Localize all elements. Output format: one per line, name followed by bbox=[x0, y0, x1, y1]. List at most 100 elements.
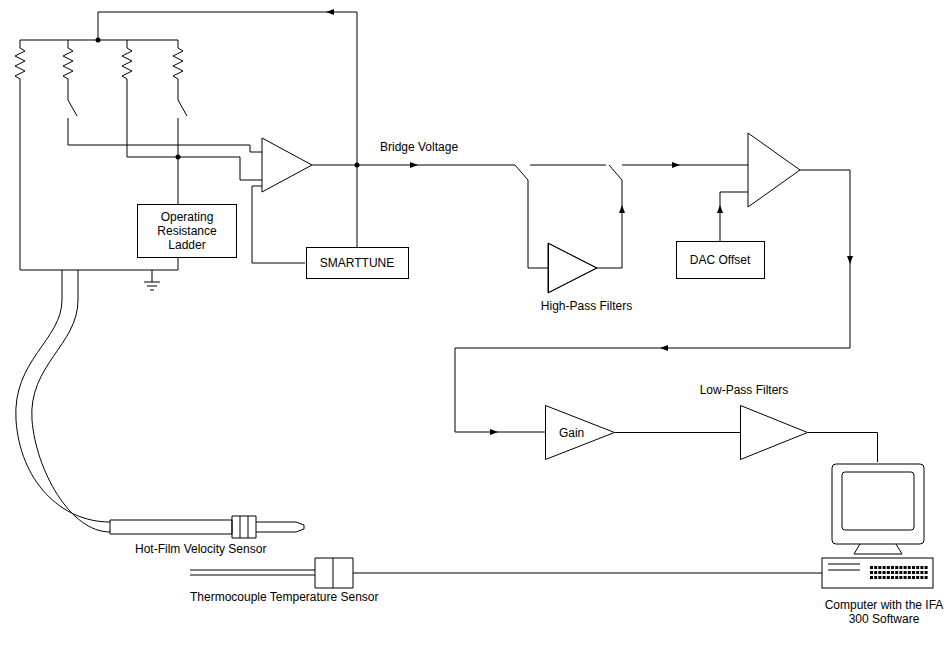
switch-symbol bbox=[515, 165, 548, 268]
resistor-symbol bbox=[15, 40, 25, 90]
key bbox=[920, 576, 923, 579]
key bbox=[878, 571, 881, 574]
resistor-symbol bbox=[122, 40, 132, 90]
key bbox=[904, 566, 907, 569]
sensor-cable bbox=[16, 270, 110, 522]
amplifier-symbol bbox=[262, 138, 312, 192]
key bbox=[925, 566, 928, 569]
key bbox=[916, 571, 919, 574]
key bbox=[899, 571, 902, 574]
component-label: Computer with the IFA 300 Software bbox=[823, 598, 945, 626]
component-label: High-Pass Filters bbox=[541, 299, 632, 313]
arrowhead bbox=[326, 9, 334, 15]
key bbox=[912, 571, 915, 574]
junction-dot bbox=[176, 155, 181, 160]
resistor-symbol bbox=[63, 40, 73, 90]
box-label: DAC Offset bbox=[686, 253, 754, 267]
process-box: DAC Offset bbox=[676, 241, 765, 279]
monitor-screen bbox=[842, 472, 914, 530]
computer-base bbox=[822, 558, 933, 588]
filter-bypass-wire bbox=[530, 165, 606, 166]
key bbox=[925, 576, 928, 579]
drive-slot bbox=[828, 564, 860, 570]
key bbox=[912, 576, 915, 579]
filter-amplifier-outline bbox=[740, 405, 808, 460]
key bbox=[874, 566, 877, 569]
text-holder: High-Pass Filters bbox=[541, 299, 632, 313]
key bbox=[895, 566, 898, 569]
key bbox=[916, 576, 919, 579]
thermocouple-sensor bbox=[190, 558, 822, 588]
key bbox=[870, 576, 873, 579]
signal-label: Bridge Voltage bbox=[380, 140, 458, 154]
wire bbox=[127, 90, 262, 180]
gain-amplifier: Gain bbox=[545, 405, 615, 460]
hot-film-sensor bbox=[110, 516, 304, 538]
feedback-wire bbox=[252, 186, 305, 263]
arrowhead bbox=[490, 429, 498, 435]
key bbox=[920, 566, 923, 569]
key bbox=[878, 566, 881, 569]
arrowhead bbox=[410, 162, 418, 168]
key bbox=[899, 576, 902, 579]
key bbox=[887, 571, 890, 574]
key bbox=[891, 571, 894, 574]
key bbox=[874, 571, 877, 574]
signal-connector bbox=[615, 432, 740, 433]
key bbox=[883, 571, 886, 574]
switch-symbol bbox=[68, 90, 77, 122]
key bbox=[887, 566, 890, 569]
wire bbox=[178, 122, 179, 205]
box-label: Operating Resistance Ladder bbox=[138, 210, 236, 252]
arrowhead bbox=[660, 345, 668, 351]
filter-amplifier-outline bbox=[548, 243, 597, 293]
signal-connector bbox=[808, 433, 878, 463]
junction-dot bbox=[355, 163, 360, 168]
computer-icon-outline bbox=[820, 462, 935, 592]
amplifier-triangle bbox=[549, 244, 597, 293]
key bbox=[887, 576, 890, 579]
computer-icon: Computer with the IFA 300 Software bbox=[820, 462, 935, 592]
key bbox=[908, 576, 911, 579]
part-label: Thermocouple Temperature Sensor bbox=[190, 590, 379, 604]
monitor-stand bbox=[854, 544, 902, 554]
amplifier-triangle bbox=[546, 406, 615, 460]
resistor-symbol bbox=[173, 40, 183, 90]
key bbox=[891, 566, 894, 569]
amplifier-symbol bbox=[748, 133, 800, 207]
key bbox=[925, 571, 928, 574]
amplifier-triangle bbox=[741, 406, 808, 460]
text-holder: Computer with the IFA 300 Software bbox=[823, 598, 945, 626]
key bbox=[899, 566, 902, 569]
key bbox=[895, 576, 898, 579]
amplifier-symbol bbox=[548, 243, 597, 293]
component-label: Low-Pass Filters bbox=[700, 383, 789, 397]
junction-dot bbox=[96, 38, 101, 43]
sensor-cable bbox=[32, 270, 110, 532]
key bbox=[883, 576, 886, 579]
key bbox=[891, 576, 894, 579]
wire bbox=[68, 122, 262, 152]
key bbox=[870, 566, 873, 569]
key bbox=[904, 576, 907, 579]
wire bbox=[720, 192, 748, 241]
box-label: SMARTTUNE bbox=[316, 256, 398, 270]
ground-symbol bbox=[144, 270, 160, 290]
arrowhead bbox=[717, 205, 723, 213]
key bbox=[904, 571, 907, 574]
key bbox=[874, 576, 877, 579]
key bbox=[895, 571, 898, 574]
filter-amplifier: High-Pass Filters bbox=[548, 243, 597, 293]
process-box: SMARTTUNE bbox=[306, 247, 409, 279]
text-holder: Gain bbox=[559, 426, 584, 440]
process-box: Operating Resistance Ladder bbox=[137, 204, 237, 258]
key bbox=[870, 571, 873, 574]
key bbox=[912, 566, 915, 569]
key bbox=[883, 566, 886, 569]
arrowhead bbox=[847, 256, 853, 264]
arrowhead bbox=[619, 205, 625, 213]
key bbox=[916, 566, 919, 569]
wire bbox=[455, 170, 850, 432]
computer-drawing bbox=[822, 464, 933, 588]
key bbox=[920, 571, 923, 574]
